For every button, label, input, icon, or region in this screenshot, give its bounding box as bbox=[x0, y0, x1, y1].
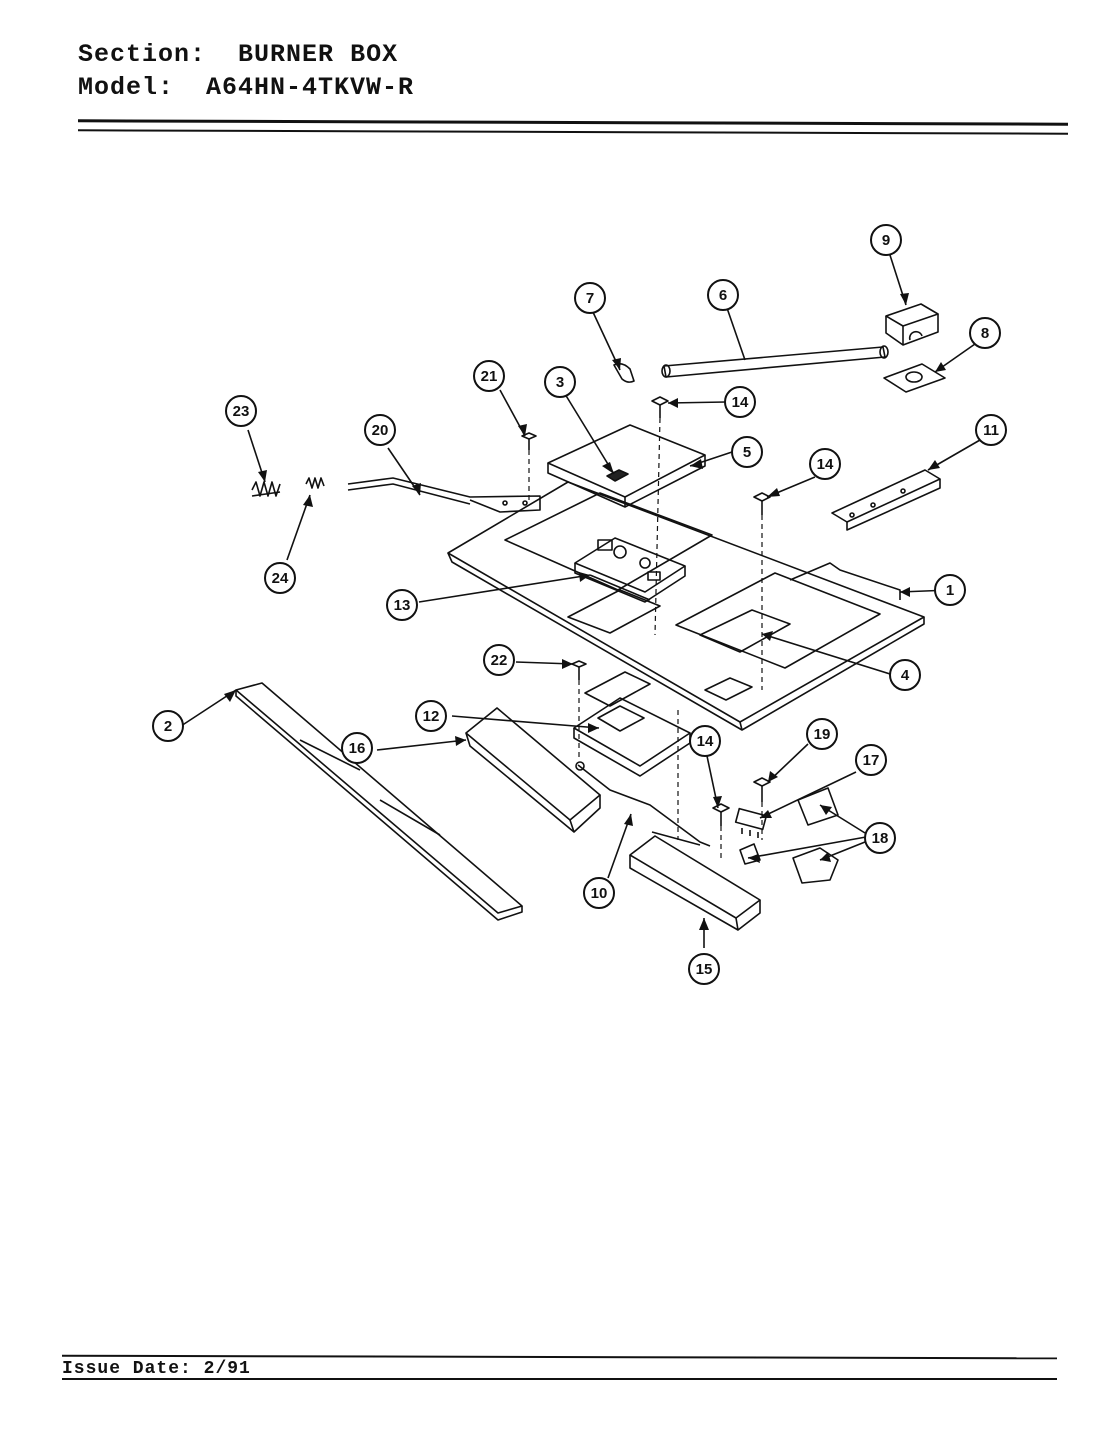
callout-19: 19 bbox=[806, 718, 838, 750]
svg-text:6: 6 bbox=[719, 287, 727, 304]
part-23-spring bbox=[251, 481, 281, 497]
callout-17: 17 bbox=[855, 744, 887, 776]
callout-11: 11 bbox=[975, 414, 1007, 446]
callout-14-b: 14 bbox=[809, 448, 841, 480]
part-7-clip bbox=[613, 362, 635, 383]
callouts: 1 2 3 4 5 6 7 8 9 10 11 12 13 14 14 14 1… bbox=[152, 224, 1007, 985]
svg-text:4: 4 bbox=[901, 667, 910, 684]
svg-text:9: 9 bbox=[882, 232, 890, 249]
callout-20: 20 bbox=[364, 414, 396, 446]
part-2-long-rail bbox=[235, 682, 523, 921]
svg-text:2: 2 bbox=[164, 718, 172, 735]
svg-text:18: 18 bbox=[872, 830, 889, 847]
svg-text:7: 7 bbox=[586, 290, 594, 307]
part-20-lever-arm bbox=[347, 477, 541, 513]
issue-value: 2/91 bbox=[203, 1359, 251, 1379]
callout-10: 10 bbox=[583, 877, 615, 909]
part-9-cover bbox=[885, 303, 939, 346]
svg-text:20: 20 bbox=[372, 422, 389, 439]
issue-label: Issue Date: bbox=[62, 1359, 192, 1379]
svg-text:17: 17 bbox=[863, 752, 880, 769]
model-label: Model: bbox=[78, 73, 175, 102]
callout-23: 23 bbox=[225, 395, 257, 427]
callout-16: 16 bbox=[341, 732, 373, 764]
svg-text:1: 1 bbox=[946, 582, 954, 599]
section-value: BURNER BOX bbox=[238, 40, 399, 69]
svg-text:8: 8 bbox=[981, 325, 989, 342]
part-22-screw bbox=[571, 660, 587, 680]
part-5-top-plate bbox=[547, 424, 706, 508]
model-value: A64HN-4TKVW-R bbox=[206, 73, 415, 102]
part-12-mounting-plate bbox=[573, 671, 691, 777]
part-19-screw bbox=[753, 777, 771, 802]
part-3-insulator bbox=[606, 469, 629, 482]
callout-4: 4 bbox=[889, 659, 921, 691]
callout-13: 13 bbox=[386, 589, 418, 621]
callout-8: 8 bbox=[969, 317, 1001, 349]
svg-text:15: 15 bbox=[696, 961, 713, 978]
part-21-screw bbox=[521, 432, 537, 450]
leader-lines bbox=[180, 251, 981, 948]
callout-15: 15 bbox=[688, 953, 720, 985]
part-10-wire-rod bbox=[575, 761, 711, 847]
callout-9: 9 bbox=[870, 224, 902, 256]
svg-text:11: 11 bbox=[983, 422, 999, 439]
svg-text:14: 14 bbox=[732, 394, 749, 411]
part-16-channel bbox=[465, 707, 601, 833]
svg-text:14: 14 bbox=[697, 733, 714, 750]
model-line: Model: A64HN-4TKVW-R bbox=[78, 73, 414, 102]
issue-date: Issue Date: 2/91 bbox=[62, 1359, 251, 1379]
part-1-base-plate bbox=[447, 481, 925, 731]
part-17-switch bbox=[734, 807, 768, 838]
svg-text:21: 21 bbox=[481, 368, 498, 385]
callout-6: 6 bbox=[707, 279, 739, 311]
svg-text:13: 13 bbox=[394, 597, 411, 614]
svg-text:16: 16 bbox=[349, 740, 366, 757]
svg-text:12: 12 bbox=[423, 708, 440, 725]
callout-12: 12 bbox=[415, 700, 447, 732]
part-8-gasket bbox=[883, 363, 946, 393]
part-6-tube bbox=[661, 345, 889, 378]
callout-5: 5 bbox=[731, 436, 763, 468]
callout-1: 1 bbox=[934, 574, 966, 606]
svg-text:22: 22 bbox=[491, 652, 508, 669]
part-13-bracket-assembly bbox=[574, 537, 686, 603]
callout-2: 2 bbox=[152, 710, 184, 742]
callout-18: 18 bbox=[864, 822, 896, 854]
callout-3: 3 bbox=[544, 366, 576, 398]
part-18-brackets bbox=[739, 787, 839, 884]
leader-arrowheads bbox=[224, 293, 946, 930]
section-line: Section: BURNER BOX bbox=[78, 40, 398, 69]
svg-text:14: 14 bbox=[817, 456, 834, 473]
callout-21: 21 bbox=[473, 360, 505, 392]
callout-14-a: 14 bbox=[724, 386, 756, 418]
svg-text:19: 19 bbox=[814, 726, 831, 743]
part-24-small-spring bbox=[305, 477, 325, 489]
svg-text:5: 5 bbox=[743, 444, 751, 461]
footer-rule-bottom bbox=[62, 1378, 1057, 1380]
svg-text:10: 10 bbox=[591, 885, 608, 902]
section-label: Section: bbox=[78, 40, 207, 69]
svg-text:3: 3 bbox=[556, 374, 564, 391]
part-15-lower-channel bbox=[629, 831, 761, 931]
callout-24: 24 bbox=[264, 562, 296, 594]
svg-text:23: 23 bbox=[233, 403, 250, 420]
callout-7: 7 bbox=[574, 282, 606, 314]
svg-text:24: 24 bbox=[272, 570, 289, 587]
part-11-angle-bracket bbox=[831, 469, 941, 531]
callout-14-c: 14 bbox=[689, 725, 721, 757]
callout-22: 22 bbox=[483, 644, 515, 676]
